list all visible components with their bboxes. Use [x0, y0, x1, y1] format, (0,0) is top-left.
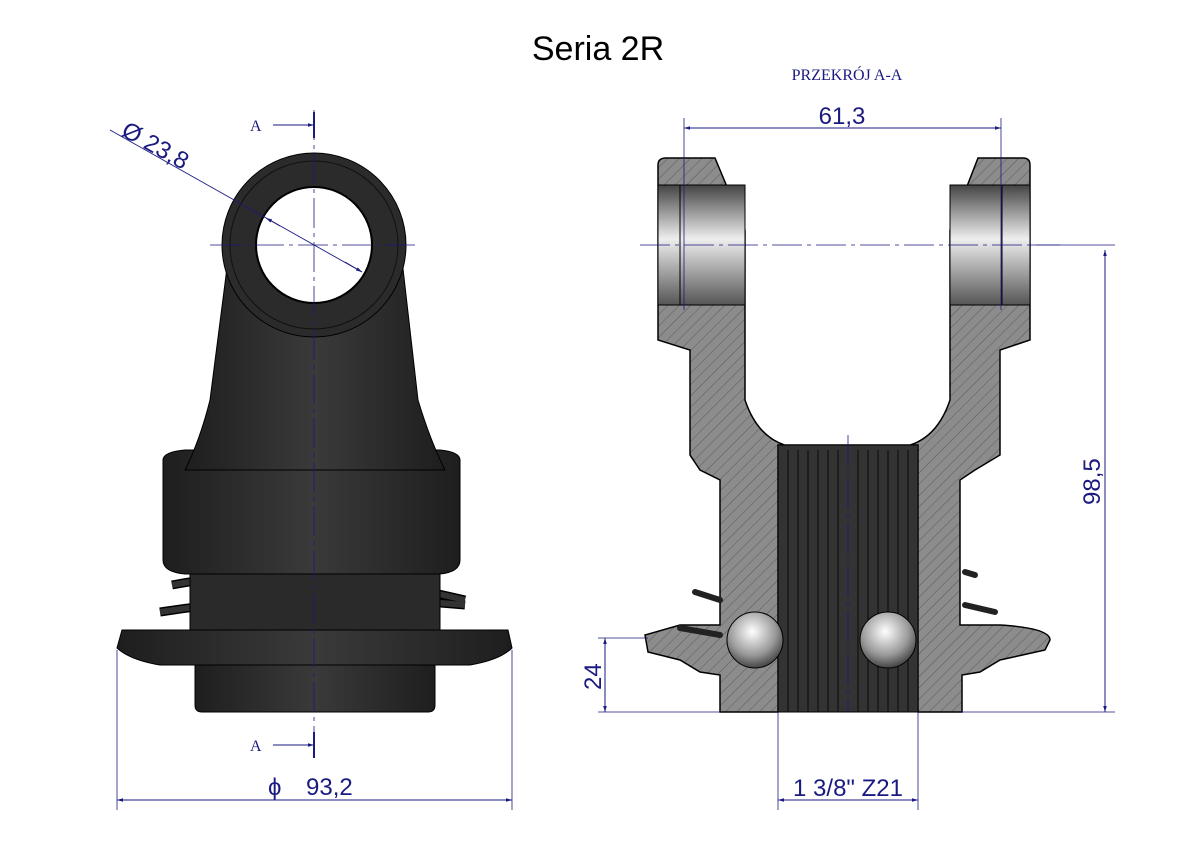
svg-text:ϕ: ϕ	[268, 774, 281, 801]
dimension-arm-width: 61,3	[683, 103, 1002, 310]
dimension-overall-diameter: ϕ 93,2	[116, 650, 513, 810]
svg-text:24: 24	[580, 663, 607, 690]
svg-text:1 3/8" Z21: 1 3/8" Z21	[793, 775, 903, 802]
ball-right	[859, 611, 917, 669]
drawing-title: Seria 2R	[532, 30, 664, 68]
section-marker-bottom: A	[250, 732, 315, 758]
dimension-spline: 1 3/8" Z21	[777, 712, 919, 810]
yoke-front-view	[116, 110, 513, 760]
svg-text:A: A	[250, 118, 262, 135]
dimension-height: 98,5	[962, 244, 1115, 713]
svg-text:Ø 23,8: Ø 23,8	[117, 117, 193, 176]
ball-left	[726, 611, 784, 669]
svg-text:61,3: 61,3	[819, 103, 866, 130]
yoke-section-view	[640, 157, 1060, 713]
svg-text:98,5: 98,5	[1079, 458, 1106, 505]
section-label: PRZEKRÓJ A-A	[792, 65, 903, 84]
section-marker-top: A	[250, 112, 315, 138]
svg-text:93,2: 93,2	[306, 774, 353, 801]
svg-text:A: A	[250, 738, 262, 755]
dimension-flange-height: 24	[580, 637, 720, 713]
